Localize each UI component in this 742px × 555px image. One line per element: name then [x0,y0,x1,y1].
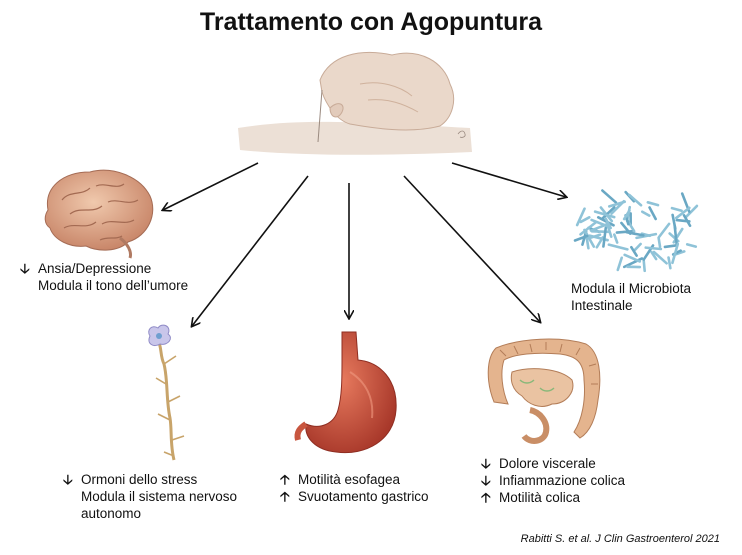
microbiota-effect-line-2: Intestinale [571,298,633,313]
microbe-rod [682,214,692,228]
microbe-rod [674,206,691,220]
microbe-rod [602,226,608,248]
microbe-rod [593,210,616,219]
colon-effect-line-1: 🡣 Dolore viscerale [481,456,596,471]
microbe-rod [605,221,613,238]
microbe-rod [601,205,616,220]
colon-illustration [487,338,601,444]
microbe-rod [644,246,663,251]
down-arrow-icon: 🡣 [63,472,73,487]
nerve-cell-illustration [148,324,185,461]
microbe-rod [670,206,683,212]
arrow-to-microbiota [451,162,566,197]
brain-effects: 🡣 Ansia/Depressione Modula il tono dell’… [20,260,188,294]
up-arrow-icon: 🡡 [280,472,290,487]
stomach-illustration [294,331,397,454]
microbe-rod [573,234,589,242]
microbe-rod [663,244,677,249]
microbe-rod [650,250,658,261]
colon-effect-line-3: 🡡 Motilità colica [481,490,581,505]
microbe-rod [595,236,605,249]
microbe-rod [583,228,596,248]
microbiota-illustration [573,189,699,273]
microbe-rod [579,221,597,236]
microbe-rod [622,209,631,221]
microbe-rod [589,233,602,239]
microbe-rod [640,232,652,238]
stomach-effect-line-1: 🡡 Motilità esofagea [280,472,401,487]
arrows [163,162,566,326]
nerve-effect-line-1: 🡣 Ormoni dello stress [63,472,198,487]
brain-effect-line-2: Modula il tono dell’umore [38,278,189,293]
brain-illustration [44,169,154,259]
microbe-rod [604,217,612,230]
nerve-effect-line-2: Modula il sistema nervoso [81,489,238,504]
nerve-effect-line-3: autonomo [81,506,142,521]
microbe-rod [589,223,608,232]
microbe-rod [673,224,679,247]
arrow-to-brain [163,162,259,210]
diagram-title: Trattamento con Agopuntura [199,8,543,36]
microbe-rod [657,236,662,249]
microbe-rod [630,245,638,257]
arrow-to-colon [403,175,540,322]
microbe-rod [671,242,680,265]
microbe-rod [610,200,626,215]
down-arrow-icon: 🡣 [481,473,491,488]
brain-effect-line-1: 🡣 Ansia/Depressione [20,261,152,276]
up-arrow-icon: 🡡 [280,489,290,504]
down-arrow-icon: 🡣 [20,261,30,276]
microbe-rod [628,193,643,207]
up-arrow-icon: 🡡 [481,490,491,505]
microbe-rod [575,207,586,227]
acupuncture-hand-illustration [238,52,472,155]
microbe-rod [684,204,699,219]
stomach-effects: 🡡 Motilità esofagea 🡡 Svuotamento gastri… [280,471,429,505]
microbe-rod [632,242,642,253]
microbe-rod [648,206,657,221]
microbe-rod [641,210,651,217]
microbe-rod [579,216,591,224]
microbe-rod [642,258,646,273]
down-arrow-icon: 🡣 [481,456,491,471]
microbe-rod [667,256,672,270]
microbe-rod [616,256,624,272]
colon-effect-line-2: 🡣 Infiammazione colica [481,473,626,488]
colon-effects: 🡣 Dolore viscerale 🡣 Infiammazione colic… [481,455,625,506]
microbe-rod [652,250,668,265]
microbiota-effect-line-1: Modula il Microbiota [571,281,692,296]
microbe-rod [613,233,619,244]
stomach-effect-line-2: 🡡 Svuotamento gastrico [280,489,429,504]
microbiota-effects: Modula il Microbiota Intestinale [571,280,691,314]
microbe-rod [657,222,671,239]
microbe-rod [607,243,629,251]
nerve-effects: 🡣 Ormoni dello stress Modula il sistema … [63,471,237,522]
microbe-rod [625,230,645,237]
microbe-rod [601,189,618,204]
microbe-rod [646,201,660,207]
microbe-rod [623,253,642,263]
citation: Rabitti S. et al. J Clin Gastroenterol 2… [520,533,720,545]
microbe-rod [685,243,698,248]
arrow-to-nerve [192,175,309,326]
